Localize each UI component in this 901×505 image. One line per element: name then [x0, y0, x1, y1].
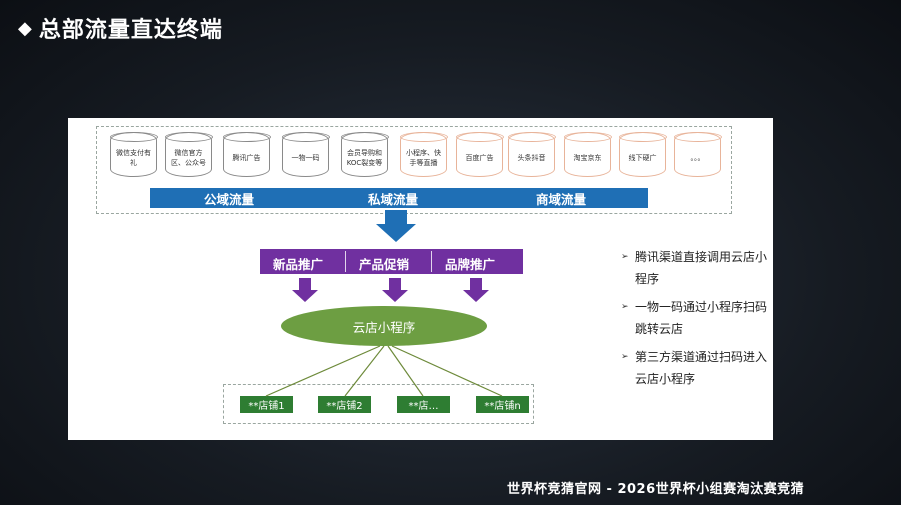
explanation-item: ➢ 腾讯渠道直接调用云店小程序 — [621, 246, 771, 290]
source-cylinder: 小程序、快手等直播 — [399, 131, 448, 177]
footer-watermark-text: 世界杯竞猜官网 - 2026世界杯小组赛淘汰赛竞猜 — [507, 482, 805, 497]
promotion-divider — [345, 251, 346, 272]
connector-layer — [265, 210, 503, 397]
cloud-store-label: 云店小程序 — [352, 319, 416, 335]
arrow-bullet-icon: ➢ — [621, 352, 629, 362]
purple-down-arrow — [292, 278, 318, 302]
link-line — [265, 345, 381, 397]
arrow-bullet-icon: ➢ — [621, 302, 629, 312]
new-product-promo-label: 新品推广 — [273, 257, 324, 272]
stores-group — [223, 384, 534, 424]
diagram-panel: 微信支付有礼 微信官方区、公众号 腾讯广告 一物一码 会员导购和KOC裂变等 小… — [68, 118, 773, 440]
traffic-sources-group — [96, 126, 732, 214]
source-cylinder: 头条抖音 — [507, 131, 556, 177]
private-traffic-label: 私域流量 — [368, 191, 419, 207]
commerce-traffic-label: 商域流量 — [536, 191, 587, 207]
blue-down-arrow — [376, 210, 416, 242]
link-line — [387, 345, 424, 397]
link-line — [344, 345, 385, 397]
source-cylinder: 微信官方区、公众号 — [164, 131, 213, 177]
explanation-item: ➢ 一物一码通过小程序扫码跳转云店 — [621, 296, 771, 340]
arrow-bullet-icon: ➢ — [621, 252, 629, 262]
source-cylinder: 淘宝京东 — [563, 131, 612, 177]
source-cylinder: 。。。 — [673, 131, 722, 177]
source-cylinder: 腾讯广告 — [222, 131, 271, 177]
explanation-item: ➢ 第三方渠道通过扫码进入云店小程序 — [621, 346, 771, 390]
source-cylinder: 微信支付有礼 — [109, 131, 158, 177]
public-traffic-label: 公域流量 — [204, 191, 255, 207]
diamond-bullet-icon: ◆ — [18, 17, 33, 39]
explanation-list: ➢ 腾讯渠道直接调用云店小程序 ➢ 一物一码通过小程序扫码跳转云店 ➢ 第三方渠… — [621, 246, 771, 396]
source-cylinder: 线下硬广 — [618, 131, 667, 177]
traffic-type-bar: 公域流量 私域流量 商域流量 — [150, 188, 648, 208]
slide-title-text: 总部流量直达终端 — [38, 18, 223, 43]
store-node: **店铺n — [476, 396, 529, 413]
source-cylinder: 百度广告 — [455, 131, 504, 177]
store-node: **店铺2 — [318, 396, 371, 413]
store-node: **店铺1 — [240, 396, 293, 413]
source-cylinder: 一物一码 — [281, 131, 330, 177]
purple-down-arrow — [463, 278, 489, 302]
link-line — [391, 345, 503, 397]
promotion-bar: 新品推广 产品促销 品牌推广 — [260, 249, 523, 274]
slide-title: ◆ 总部流量直达终端 — [18, 12, 223, 44]
source-cylinder: 会员导购和KOC裂变等 — [340, 131, 389, 177]
sales-promo-label: 产品促销 — [359, 257, 410, 272]
store-node: **店… — [397, 396, 450, 413]
cloud-store-miniprogram: 云店小程序 — [281, 306, 487, 346]
brand-promo-label: 品牌推广 — [445, 257, 496, 272]
purple-down-arrow — [382, 278, 408, 302]
promotion-divider — [431, 251, 432, 272]
